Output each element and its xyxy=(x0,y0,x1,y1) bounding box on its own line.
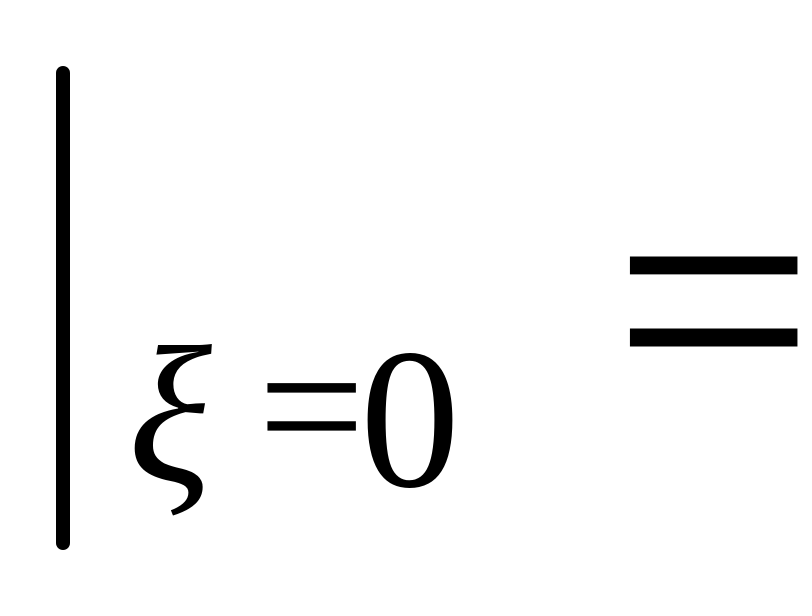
evaluation-bar xyxy=(56,66,70,550)
equals-sign: = xyxy=(612,100,812,499)
subscript-value-zero: 0 xyxy=(360,309,460,530)
subscript-variable-xi: ξ xyxy=(128,307,212,524)
subscript-equals-sign: = xyxy=(258,302,366,512)
